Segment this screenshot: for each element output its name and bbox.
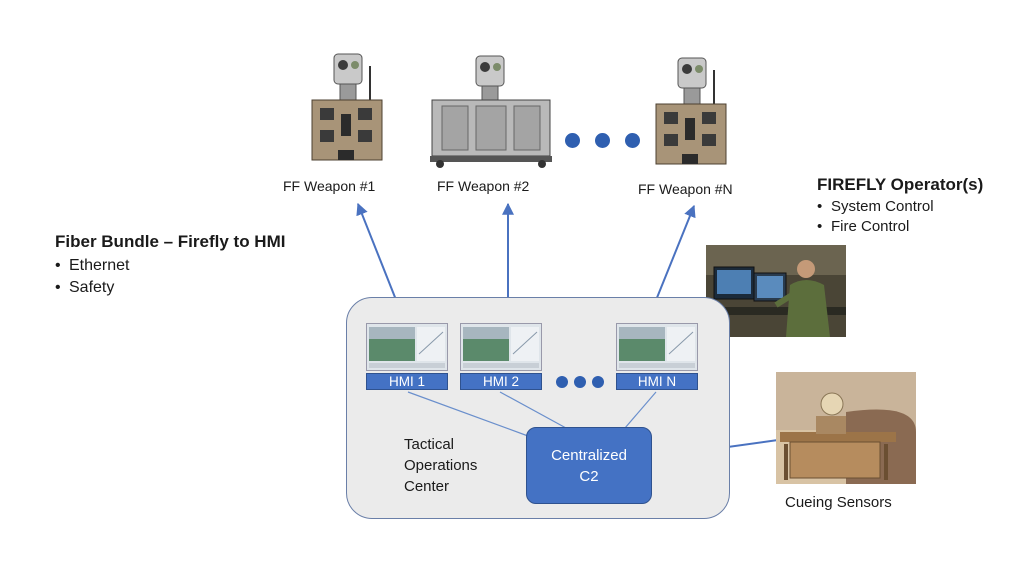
hmi-n-label: HMI N [616, 373, 698, 390]
ellipsis-dot [574, 376, 586, 388]
weapon-2 [430, 54, 552, 169]
operator-item: System Control [817, 197, 983, 217]
ellipsis-dot [556, 376, 568, 388]
fiber-bundle-note: Fiber Bundle – Firefly to HMI Ethernet S… [55, 232, 285, 299]
operator-item: Fire Control [817, 217, 983, 237]
hmi-screen-icon [460, 323, 542, 371]
hmi-n: HMI N [616, 323, 698, 390]
centralized-c2-box: Centralized C2 [526, 427, 652, 504]
toc-label-line: Tactical [404, 436, 455, 453]
ellipsis-dot [565, 133, 580, 148]
fiber-item: Safety [55, 277, 285, 299]
hmi-2-label: HMI 2 [460, 373, 542, 390]
operator-title: FIREFLY Operator(s) [817, 175, 984, 194]
toc-label-line: Center [404, 478, 450, 495]
hmi-screen-icon [616, 323, 698, 371]
ellipsis-dot [625, 133, 640, 148]
ellipsis-dot [595, 133, 610, 148]
weapon-n [652, 56, 732, 171]
fiber-bundle-title: Fiber Bundle – Firefly to HMI [55, 232, 286, 251]
hmi-1-label: HMI 1 [366, 373, 448, 390]
weapon-turret-icon [311, 53, 383, 161]
hmi-2: HMI 2 [460, 323, 542, 390]
weapon-2-label: FF Weapon #2 [437, 178, 530, 194]
toc-label-line: Operations [404, 457, 478, 474]
c2-label-line: Centralized [551, 446, 627, 464]
fiber-item: Ethernet [55, 255, 285, 277]
c2-label-line: C2 [579, 467, 599, 485]
weapon-n-label: FF Weapon #N [638, 181, 733, 197]
weapon-1 [308, 52, 388, 167]
weapon-turret-icon [430, 55, 552, 168]
weapon-turret-icon [655, 57, 727, 165]
cueing-sensors-label: Cueing Sensors [785, 494, 892, 511]
operator-note: FIREFLY Operator(s) System Control Fire … [817, 175, 983, 237]
hmi-screen-icon [366, 323, 448, 371]
toc-label: Tactical Operations Center [404, 434, 477, 497]
ellipsis-dot [592, 376, 604, 388]
cueing-sensors-photo [776, 372, 916, 484]
hmi-1: HMI 1 [366, 323, 448, 390]
weapon-1-label: FF Weapon #1 [283, 178, 376, 194]
